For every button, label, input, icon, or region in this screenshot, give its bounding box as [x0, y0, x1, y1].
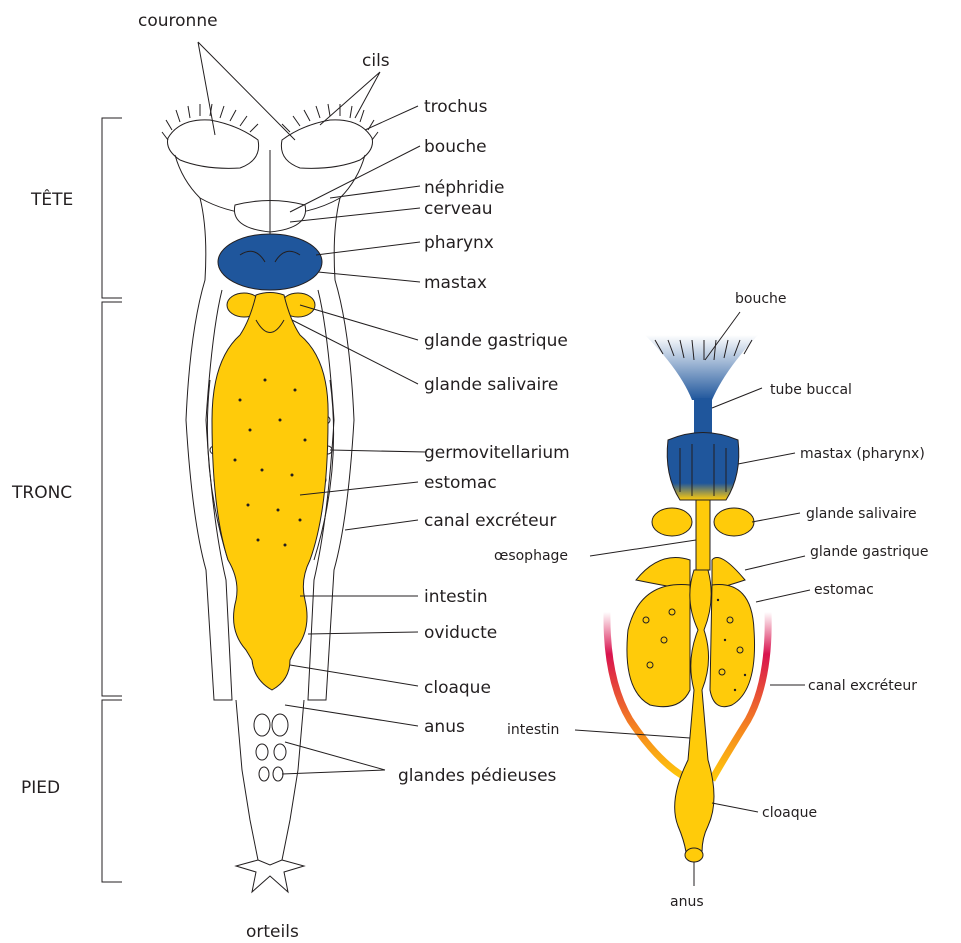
- label-glandes-pedieuses: glandes pédieuses: [398, 766, 557, 786]
- label-right-glande-salivaire: glande salivaire: [806, 506, 917, 522]
- bouche-funnel: [645, 335, 758, 400]
- label-bouche: bouche: [424, 137, 487, 157]
- label-nephridie: néphridie: [424, 178, 504, 198]
- label-mastax: mastax: [424, 273, 487, 293]
- label-cloaque: cloaque: [424, 678, 491, 698]
- mastax-shape: [218, 234, 322, 290]
- label-right-estomac: estomac: [814, 582, 874, 598]
- label-anus: anus: [424, 717, 465, 737]
- region-brackets: TÊTE TRONC PIED: [11, 118, 122, 882]
- label-right-bouche: bouche: [735, 291, 787, 307]
- rotifer-body-illustration: [162, 104, 378, 892]
- label-right-glande-gastrique: glande gastrique: [810, 544, 928, 560]
- label-glande-salivaire: glande salivaire: [424, 375, 558, 395]
- label-pharynx: pharynx: [424, 233, 494, 253]
- label-right-mastax-pharynx: mastax (pharynx): [800, 446, 925, 462]
- label-canal-excreteur: canal excréteur: [424, 511, 556, 531]
- label-glande-gastrique: glande gastrique: [424, 331, 568, 351]
- label-estomac: estomac: [424, 473, 497, 493]
- label-couronne: couronne: [138, 11, 218, 31]
- label-cils: cils: [362, 51, 390, 71]
- label-cerveau: cerveau: [424, 199, 493, 219]
- digestive-system-illustration: [607, 335, 768, 862]
- label-right-anus: anus: [670, 894, 704, 910]
- label-right-intestin: intestin: [507, 722, 559, 738]
- label-oviducte: oviducte: [424, 623, 497, 643]
- region-label-foot: PIED: [21, 778, 60, 798]
- region-label-trunk: TRONC: [11, 483, 72, 503]
- estomac-right-lobe: [710, 585, 755, 707]
- label-trochus: trochus: [424, 97, 488, 117]
- estomac-left-lobe: [627, 585, 690, 707]
- label-orteils: orteils: [246, 922, 299, 942]
- right-corona-lobe: [281, 120, 372, 169]
- label-right-canal-excreteur: canal excréteur: [808, 678, 917, 694]
- label-intestin: intestin: [424, 587, 488, 607]
- label-right-cloaque: cloaque: [762, 805, 817, 821]
- label-germovitellarium: germovitellarium: [424, 443, 570, 463]
- label-right-oesophage: œsophage: [494, 548, 568, 564]
- digestive-tract-shape: [212, 293, 328, 691]
- label-right-tube-buccal: tube buccal: [770, 382, 852, 398]
- mastax-pharynx-shape: [667, 433, 739, 501]
- region-label-head: TÊTE: [30, 188, 73, 210]
